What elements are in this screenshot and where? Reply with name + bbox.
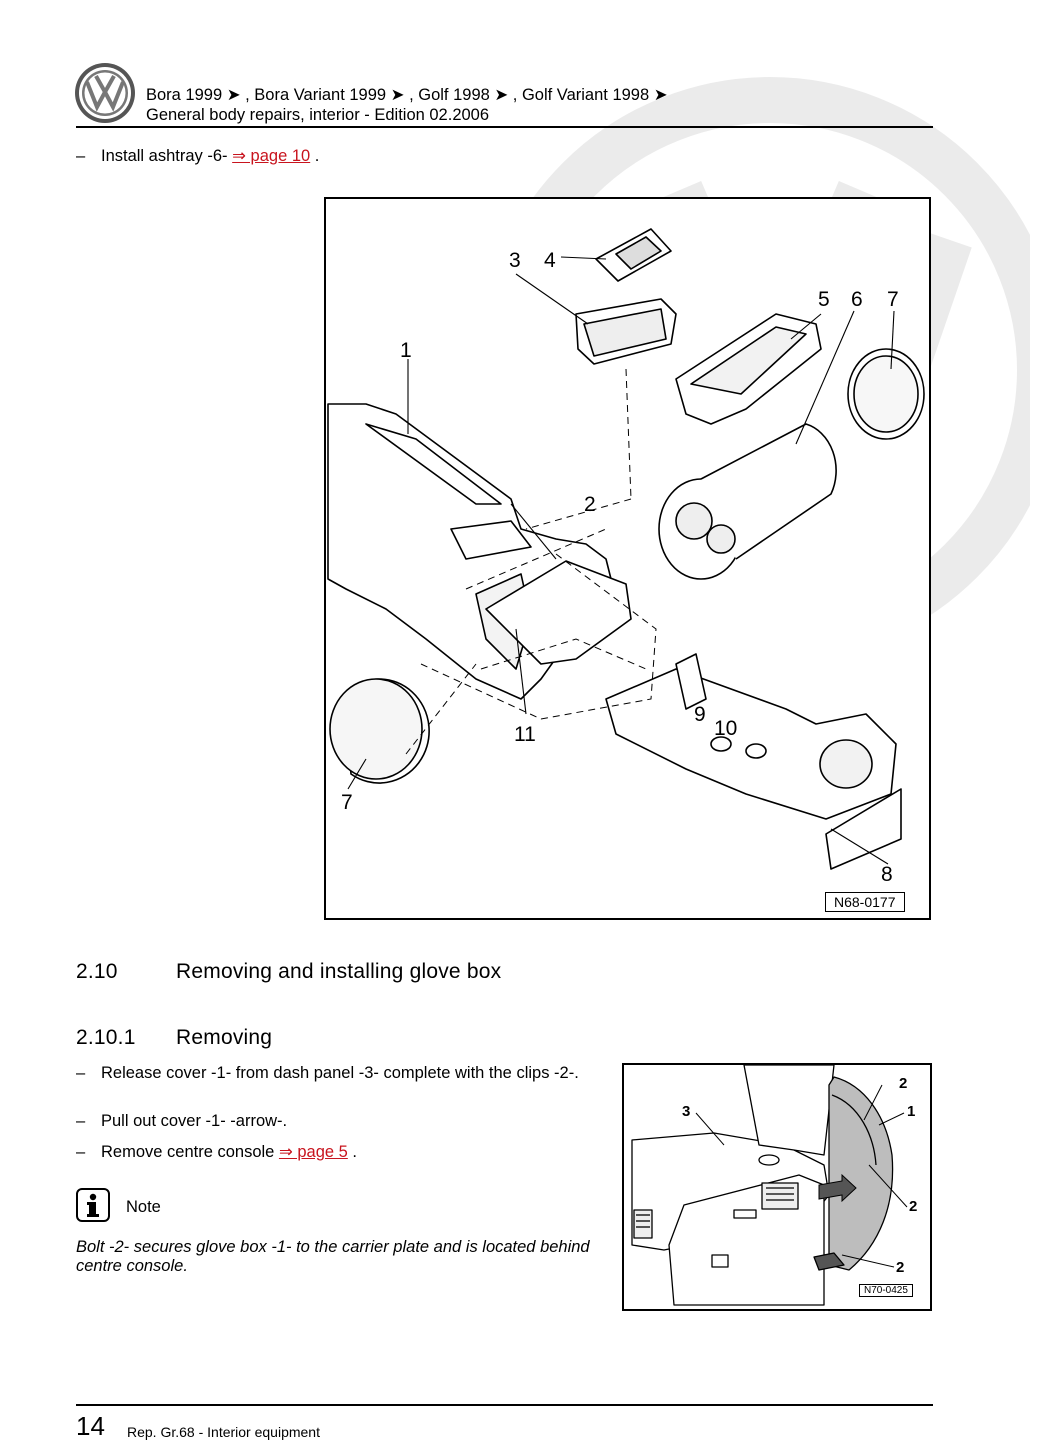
callout-10: 10 <box>714 717 738 740</box>
callout-7-bottom: 7 <box>341 791 353 814</box>
centre-console-exploded-drawing <box>327 228 925 870</box>
note-body: Bolt -2- secures glove box -1- to the ca… <box>76 1238 590 1275</box>
info-icon <box>76 1188 110 1222</box>
callout-2: 2 <box>909 1198 918 1215</box>
callout-9: 9 <box>694 703 706 726</box>
step-dash: – <box>76 1143 86 1161</box>
figure-centre-console: 1 2 3 4 5 6 7 7 8 9 10 11 N68-0177 <box>324 197 931 920</box>
step-dash: – <box>76 1064 86 1082</box>
callout-1: 1 <box>400 339 412 362</box>
callout-8: 8 <box>881 863 893 886</box>
callout-7-top: 7 <box>887 288 899 311</box>
figure-code: N68-0177 <box>825 892 905 912</box>
step-text: Release cover -1- from dash panel -3- co… <box>101 1064 579 1082</box>
note-label: Note <box>126 1198 161 1216</box>
step-suffix: . <box>347 1143 357 1161</box>
section-number: 2.10 <box>76 960 118 983</box>
step-release-cover: – Release cover -1- from dash panel -3- … <box>76 1064 591 1083</box>
step-dash: – <box>76 147 86 165</box>
step-text: Install ashtray -6- <box>101 147 233 165</box>
callout-3: 3 <box>682 1103 691 1120</box>
callout-3: 3 <box>509 249 521 272</box>
callout-11: 11 <box>514 723 536 746</box>
step-dash: – <box>76 1112 86 1130</box>
step-pull-cover: – Pull out cover -1- -arrow-. <box>76 1112 591 1131</box>
callout-5: 5 <box>818 288 830 311</box>
footer-chapter: Rep. Gr.68 - Interior equipment <box>127 1424 320 1440</box>
callout-2: 2 <box>584 493 596 516</box>
footer-rule <box>76 1404 933 1406</box>
step-suffix: . <box>310 147 320 165</box>
page-10-link[interactable]: ⇒ page 10 <box>232 147 311 165</box>
step-text: Pull out cover -1- -arrow-. <box>101 1112 288 1130</box>
page-number: 14 <box>76 1411 105 1441</box>
page-5-link[interactable]: ⇒ page 5 <box>278 1143 348 1161</box>
figure-glove-box: 3 2 1 2 2 N70-0425 <box>622 1063 932 1311</box>
callout-6: 6 <box>851 288 863 311</box>
callout-2: 2 <box>899 1075 908 1092</box>
figure-code: N70-0425 <box>859 1284 913 1297</box>
callout-4: 4 <box>544 249 556 272</box>
subsection-title: Removing <box>176 1026 273 1049</box>
glove-box-drawing <box>631 1065 908 1306</box>
header-models: Bora 1999 ➤ , Bora Variant 1999 ➤ , Golf… <box>146 86 668 104</box>
header-rule <box>76 126 933 128</box>
subsection-number: 2.10.1 <box>76 1026 136 1049</box>
vw-logo-icon <box>75 63 135 123</box>
callout-1: 1 <box>907 1103 916 1120</box>
callout-2: 2 <box>896 1259 905 1276</box>
step-text: Remove centre console <box>101 1143 279 1161</box>
section-title: Removing and installing glove box <box>176 960 502 983</box>
header-manual-title: General body repairs, interior - Edition… <box>146 106 490 124</box>
